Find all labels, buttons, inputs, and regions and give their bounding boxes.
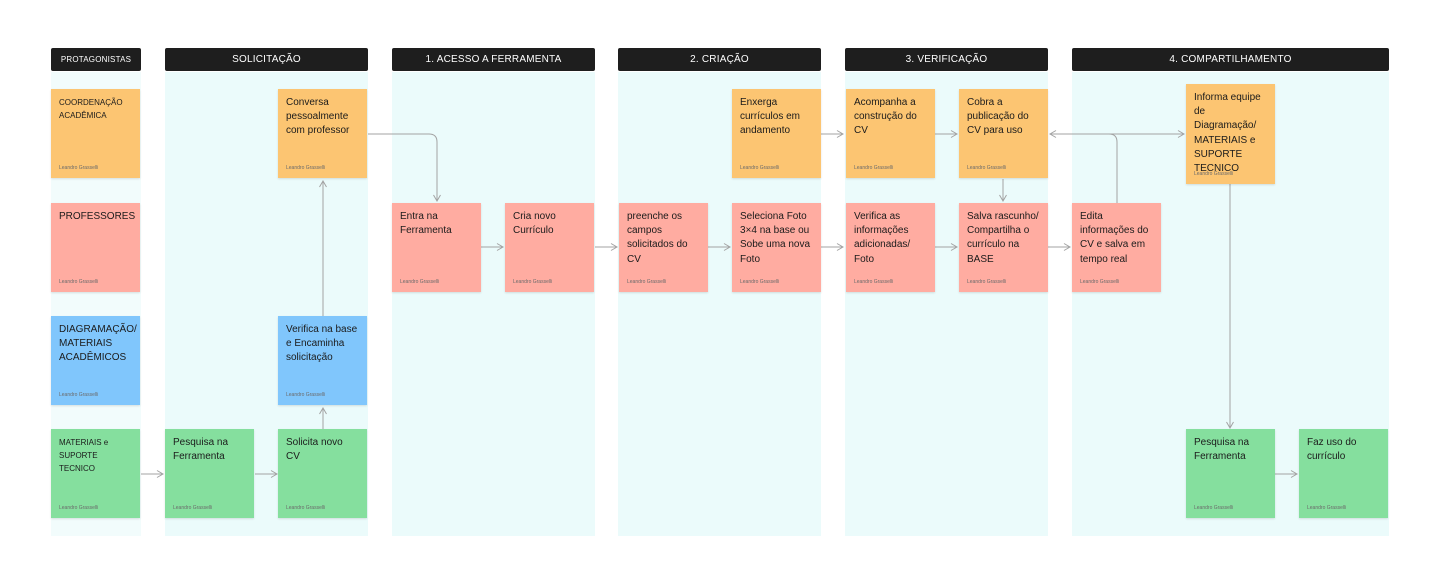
- note-text: Salva rascunho/ Compartilha o currículo …: [967, 211, 1039, 265]
- note-acompanha-construcao: Acompanha a construção do CV Leandro Gra…: [846, 89, 935, 178]
- header-acesso-ferramenta: 1. ACESSO A FERRAMENTA: [392, 48, 595, 71]
- note-author: Leandro Grasselli: [740, 165, 780, 171]
- note-text: Cobra a publicação do CV para uso: [967, 97, 1029, 137]
- note-entra-ferramenta: Entra na Ferramenta Leandro Grasselli: [392, 203, 481, 292]
- note-author: Leandro Grasselli: [286, 392, 326, 398]
- note-pesquisa-ferramenta: Pesquisa na Ferramenta Leandro Grasselli: [165, 429, 254, 518]
- note-text: Enxerga currículos em andamento: [740, 97, 801, 137]
- note-author: Leandro Grasselli: [967, 165, 1007, 171]
- note-author: Leandro Grasselli: [286, 165, 326, 171]
- note-conversa-professor: Conversa pessoalmente com professor Lean…: [278, 89, 367, 178]
- note-author: Leandro Grasselli: [513, 279, 553, 285]
- note-text: Entra na Ferramenta: [400, 211, 452, 237]
- header-verificacao: 3. VERIFICAÇÃO: [845, 48, 1048, 71]
- header-compartilhamento: 4. COMPARTILHAMENTO: [1072, 48, 1389, 71]
- role-coordenacao-academica: COORDENAÇÃO ACADÊMICA Leandro Grasselli: [51, 89, 140, 178]
- header-solicitacao: SOLICITAÇÃO: [165, 48, 368, 71]
- note-text: Verifica na base e Encaminha solicitação: [286, 324, 358, 364]
- note-text: Faz uso do currículo: [1307, 437, 1357, 463]
- note-pesquisa-ferramenta-2: Pesquisa na Ferramenta Leandro Grasselli: [1186, 429, 1275, 518]
- header-protagonistas: PROTAGONISTAS: [51, 48, 141, 71]
- note-author: Leandro Grasselli: [740, 279, 780, 285]
- note-seleciona-foto: Seleciona Foto 3×4 na base ou Sobe uma n…: [732, 203, 821, 292]
- note-preenche-campos: preenche os campos solicitados do CV Lea…: [619, 203, 708, 292]
- note-faz-uso-curriculo: Faz uso do currículo Leandro Grasselli: [1299, 429, 1388, 518]
- note-author: Leandro Grasselli: [1307, 505, 1347, 511]
- note-cria-curriculo: Cria novo Currículo Leandro Grasselli: [505, 203, 594, 292]
- note-author: Leandro Grasselli: [59, 505, 99, 511]
- note-author: Leandro Grasselli: [854, 165, 894, 171]
- note-author: Leandro Grasselli: [59, 279, 99, 285]
- header-criacao: 2. CRIAÇÃO: [618, 48, 821, 71]
- note-author: Leandro Grasselli: [286, 505, 326, 511]
- note-text: Cria novo Currículo: [513, 211, 556, 237]
- note-text: DIAGRAMAÇÃO/ MATERIAIS ACADÊMICOS: [59, 324, 137, 363]
- note-author: Leandro Grasselli: [59, 392, 99, 398]
- note-text: Seleciona Foto 3×4 na base ou Sobe uma n…: [740, 211, 811, 265]
- note-author: Leandro Grasselli: [1194, 171, 1234, 177]
- note-author: Leandro Grasselli: [400, 279, 440, 285]
- note-edita-informacoes: Edita informações do CV e salva em tempo…: [1072, 203, 1161, 292]
- note-author: Leandro Grasselli: [967, 279, 1007, 285]
- note-text: Edita informações do CV e salva em tempo…: [1080, 211, 1149, 265]
- note-text: preenche os campos solicitados do CV: [627, 211, 688, 265]
- note-verifica-informacoes: Verifica as informações adicionadas/ Fot…: [846, 203, 935, 292]
- note-text: Pesquisa na Ferramenta: [1194, 437, 1250, 463]
- role-professores: PROFESSORES Leandro Grasselli: [51, 203, 140, 292]
- note-text: Verifica as informações adicionadas/ Fot…: [854, 211, 911, 265]
- note-text: Informa equipe de Diagramação/ MATERIAIS…: [1194, 92, 1261, 175]
- note-author: Leandro Grasselli: [1194, 505, 1234, 511]
- note-solicita-cv: Solicita novo CV Leandro Grasselli: [278, 429, 367, 518]
- note-text: Pesquisa na Ferramenta: [173, 437, 229, 463]
- note-verifica-base: Verifica na base e Encaminha solicitação…: [278, 316, 367, 405]
- note-cobra-publicacao: Cobra a publicação do CV para uso Leandr…: [959, 89, 1048, 178]
- role-materiais-suporte: MATERIAIS e SUPORTE TECNICO Leandro Gras…: [51, 429, 140, 518]
- lane-acesso: [392, 72, 595, 536]
- note-text: Solicita novo CV: [286, 437, 343, 463]
- role-diagramacao: DIAGRAMAÇÃO/ MATERIAIS ACADÊMICOS Leandr…: [51, 316, 140, 405]
- note-informa-equipe: Informa equipe de Diagramação/ MATERIAIS…: [1186, 84, 1275, 184]
- note-author: Leandro Grasselli: [1080, 279, 1120, 285]
- note-author: Leandro Grasselli: [59, 165, 99, 171]
- note-text: Acompanha a construção do CV: [854, 97, 917, 137]
- note-salva-rascunho: Salva rascunho/ Compartilha o currículo …: [959, 203, 1048, 292]
- note-text: PROFESSORES: [59, 211, 136, 222]
- note-author: Leandro Grasselli: [627, 279, 667, 285]
- note-text: MATERIAIS e SUPORTE TECNICO: [59, 438, 109, 473]
- note-text: Conversa pessoalmente com professor: [286, 97, 350, 137]
- note-author: Leandro Grasselli: [854, 279, 894, 285]
- note-text: COORDENAÇÃO ACADÊMICA: [59, 98, 123, 120]
- note-enxerga-curriculos: Enxerga currículos em andamento Leandro …: [732, 89, 821, 178]
- note-author: Leandro Grasselli: [173, 505, 213, 511]
